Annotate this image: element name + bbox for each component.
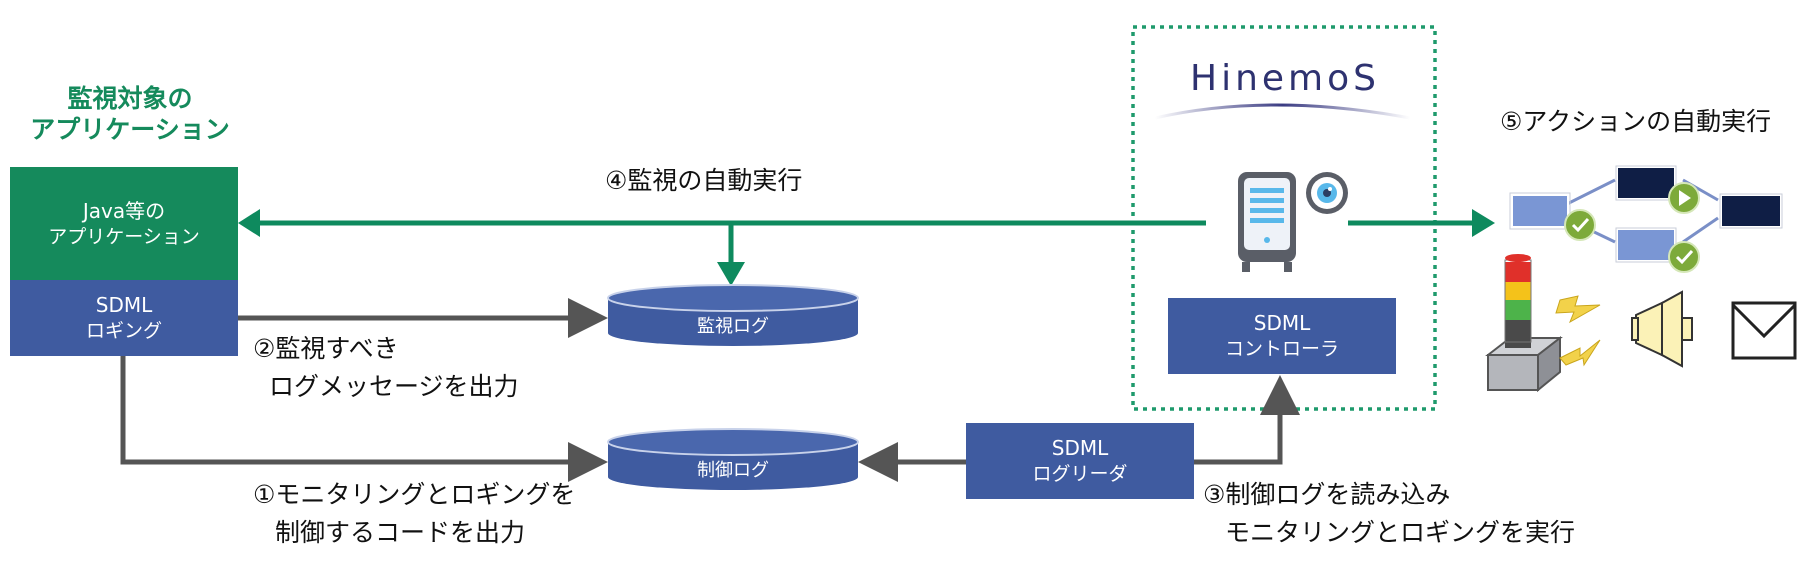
- eye-icon: [1306, 172, 1348, 214]
- java-app-label-line1: Java等の: [82, 198, 166, 223]
- sdml-logging-label-line2: ロギング: [85, 320, 162, 342]
- step4-label: ④監視の自動実行: [605, 166, 803, 195]
- signal-tower-icon: [1485, 254, 1563, 393]
- sdml-logreader-label-line1: SDML: [1051, 436, 1109, 460]
- control-log-cylinder: [607, 428, 859, 490]
- arrow-monitoring-to-log-head: [717, 262, 745, 286]
- arrow-to-actions-head: [1472, 209, 1495, 237]
- step1-line1: ①モニタリングとロギングを: [253, 480, 576, 509]
- arrow-monitoring-to-app-head: [238, 209, 260, 237]
- sdml-logreader-box: SDML ログリーダ: [966, 423, 1194, 499]
- sdml-logging-label-line1: SDML: [95, 293, 153, 317]
- control-log-label: 制御ログ: [697, 460, 769, 481]
- step2-label: ②監視すべき ログメッセージを出力: [253, 330, 519, 406]
- app-heading: 監視対象の アプリケーション: [30, 83, 230, 145]
- java-app-label-line2: アプリケーション: [48, 225, 200, 248]
- sdml-logging-box: SDML ロギング: [10, 280, 238, 356]
- hinemos-logo: HinemoS: [1190, 58, 1380, 99]
- lightning-icon: [1555, 295, 1601, 367]
- monitoring-log-cylinder: [607, 284, 859, 346]
- step3-line1: ③制御ログを読み込み: [1203, 480, 1451, 509]
- step2-line1: ②監視すべき: [253, 334, 399, 363]
- mail-icon: [1731, 301, 1797, 360]
- monitoring-log-label: 監視ログ: [697, 316, 769, 337]
- sdml-logreader-label-line2: ログリーダ: [1032, 463, 1128, 485]
- hinemos-logo-arc: [1154, 103, 1411, 120]
- step1-line2: 制御するコードを出力: [275, 518, 526, 547]
- server-icon: [1238, 172, 1296, 272]
- sdml-controller-label-line2: コントローラ: [1224, 338, 1339, 360]
- workflow-icon: [1509, 165, 1783, 273]
- step2-line2: ログメッセージを出力: [269, 372, 519, 401]
- speaker-icon: [1631, 290, 1693, 368]
- sdml-controller-label-line1: SDML: [1253, 311, 1311, 335]
- arrow-logging-to-control-log: [120, 355, 608, 482]
- step3-line2: モニタリングとロギングを実行: [1225, 518, 1576, 547]
- java-app-box: Java等の アプリケーション: [10, 167, 238, 280]
- app-heading-line1: 監視対象の: [67, 84, 193, 113]
- step3-label: ③制御ログを読み込み モニタリングとロギングを実行: [1203, 476, 1575, 552]
- step5-label: ⑤アクションの自動実行: [1500, 107, 1772, 136]
- app-heading-line2: アプリケーション: [30, 115, 230, 144]
- sdml-controller-box: SDML コントローラ: [1168, 298, 1396, 374]
- arrow-logreader-to-controller: [1194, 375, 1300, 465]
- step1-label: ①モニタリングとロギングを 制御するコードを出力: [253, 476, 575, 552]
